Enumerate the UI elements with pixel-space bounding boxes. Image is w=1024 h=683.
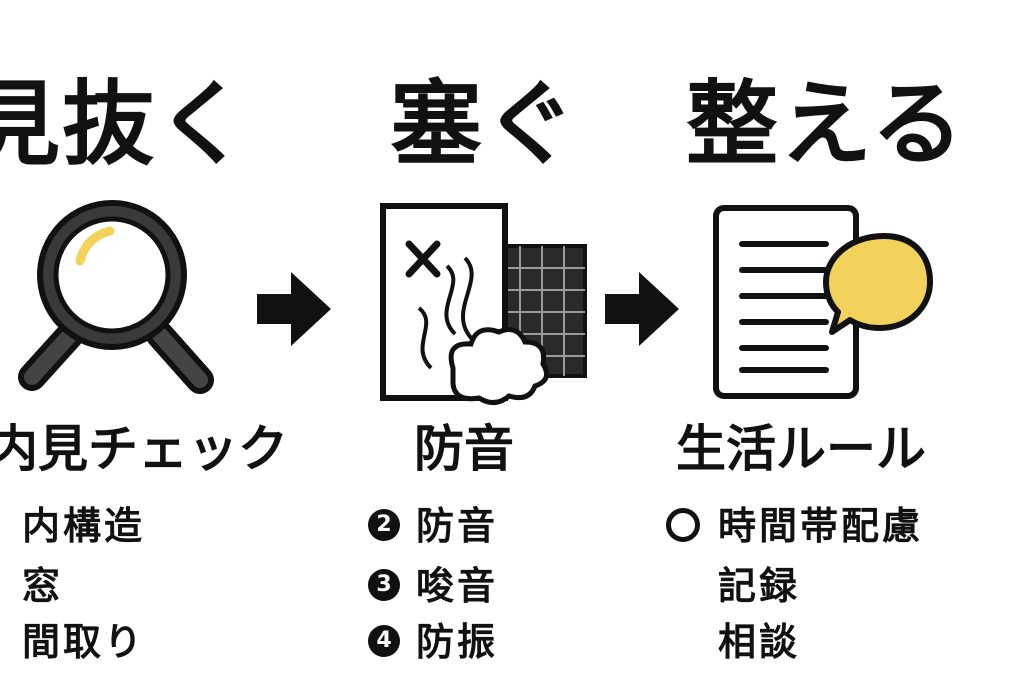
step-2-item-text: 唆音 (416, 564, 499, 608)
step-1-label: 内見チェック (0, 420, 288, 478)
step-2-item: 3 唆音 (368, 560, 498, 612)
step-3-item-text: 記録 (718, 564, 801, 608)
step-1-item: 間取り (22, 616, 145, 668)
step-3-heading: 整える (686, 71, 966, 178)
step-3-item: 相談 (718, 616, 800, 668)
number-badge-icon: 4 (368, 624, 400, 657)
circle-bullet-icon (666, 507, 700, 542)
step-3-item-text: 相談 (718, 620, 801, 664)
step-2-item: 4 防振 (368, 616, 498, 668)
magnifier-icon (18, 200, 214, 394)
arrow-right-icon (605, 272, 679, 346)
step-1-item-text: 間取り (22, 620, 146, 664)
step-2-heading: 塞ぐ (390, 71, 579, 178)
step-1-item-text: 窓 (22, 564, 64, 608)
soundproof-window-icon (380, 203, 587, 405)
number-badge-icon: 3 (368, 568, 400, 601)
step-3-item-text: 時間帯配慮 (718, 504, 924, 548)
number-badge-icon: 2 (368, 508, 400, 541)
step-3-item: 記録 (718, 560, 800, 612)
step-2-item-text: 防音 (416, 504, 499, 548)
step-1-heading: 見抜く (0, 71, 251, 178)
step-2-item-text: 防振 (416, 620, 499, 664)
step-3-label: 生活ルール (676, 420, 926, 478)
document-speech-bubble-icon (713, 205, 933, 399)
step-1-item-text: 内構造 (22, 504, 146, 548)
step-1-item: 窓 (22, 560, 63, 612)
step-2-item: 2 防音 (368, 500, 498, 552)
step-2-label: 防音 (414, 420, 514, 478)
step-1-item: 内構造 (22, 500, 145, 552)
step-3-item: 時間帯配慮 (666, 500, 923, 552)
arrow-right-icon (257, 272, 331, 346)
